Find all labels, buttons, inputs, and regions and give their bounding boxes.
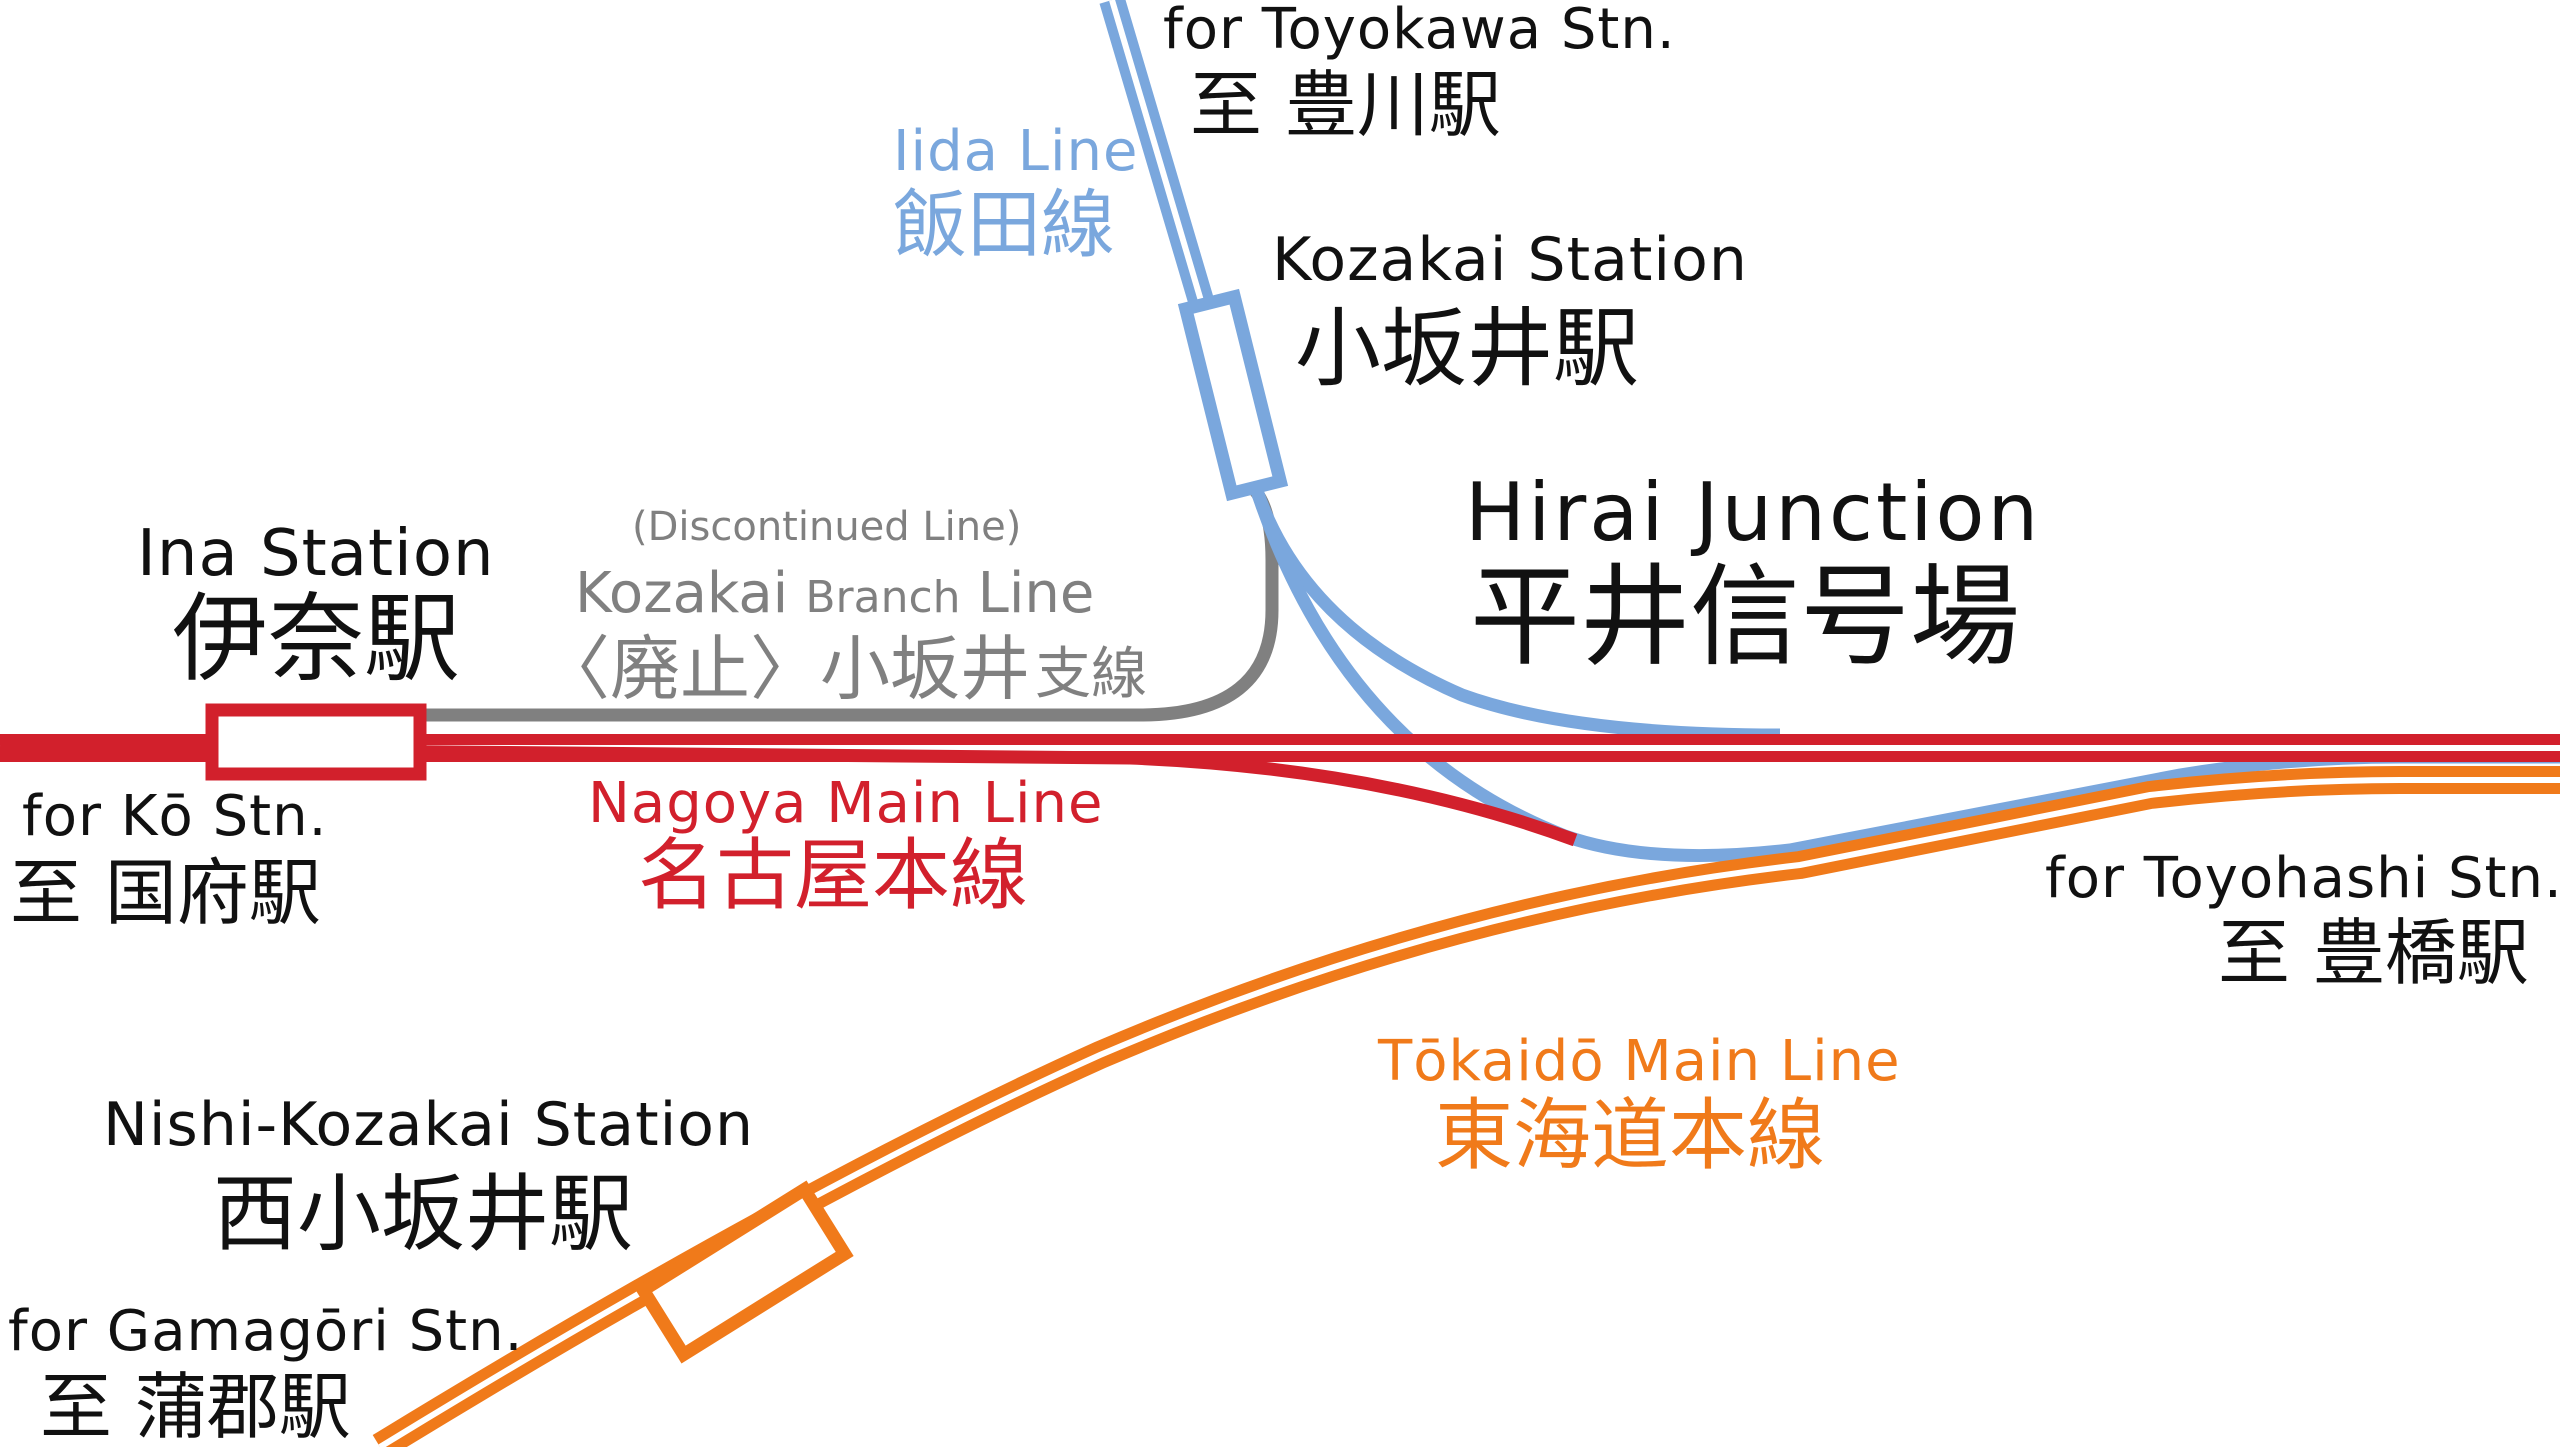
kozakai-station-ja-label: 小坂井駅	[1295, 299, 1639, 399]
branch-en-part-1: Kozakai	[575, 561, 788, 626]
tokaido-main-line-en-label: Tōkaidō Main Line	[1377, 1029, 1901, 1094]
hirai-junction-en-label: Hirai Junction	[1465, 466, 2041, 559]
hirai-junction-ja-label: 平井信号場	[1470, 553, 2020, 681]
to-toyohashi-label: 至 豊橋駅	[2218, 911, 2529, 995]
nagoya-main-line-track	[0, 734, 2560, 847]
nagoya-main-line-ja-label: 名古屋本線	[638, 831, 1028, 921]
kozakai-station-box[interactable]	[1177, 288, 1289, 502]
nagoya-main-line-en-label: Nagoya Main Line	[588, 771, 1103, 836]
for-toyohashi-label: for Toyohashi Stn.	[2045, 846, 2560, 911]
nishi-kozakai-station-box[interactable]	[634, 1180, 854, 1364]
ina-station-en-label: Ina Station	[137, 517, 495, 591]
branch-ja-part-1: 〈廃止〉小坂井	[540, 628, 1030, 710]
to-ko-label: 至 国府駅	[10, 851, 321, 935]
iida-line-en-label: Iida Line	[893, 119, 1138, 184]
branch-en-part-2: Branch	[805, 572, 960, 623]
nishi-kozakai-station-en-label: Nishi-Kozakai Station	[103, 1090, 754, 1160]
ina-station-ja-label: 伊奈駅	[172, 583, 460, 695]
ina-station-box[interactable]	[205, 703, 427, 781]
branch-en-part-3: Line	[978, 561, 1095, 626]
for-toyokawa-label: for Toyokawa Stn.	[1163, 0, 1676, 62]
discontinued-line-label: (Discontinued Line)	[632, 504, 1021, 550]
for-gamagori-label: for Gamagōri Stn.	[8, 1299, 523, 1364]
to-gamagori-label: 至 蒲郡駅	[40, 1365, 351, 1447]
kozakai-branch-line-en-label: Kozakai Branch Line	[575, 561, 1094, 626]
iida-line-ja-label: 飯田線	[893, 182, 1115, 268]
kozakai-branch-line-ja-label: 〈廃止〉小坂井 支線	[540, 628, 1147, 710]
to-toyokawa-label: 至 豊川駅	[1190, 63, 1501, 147]
tokaido-main-line-ja-label: 東海道本線	[1435, 1091, 1825, 1181]
branch-ja-part-2: 支線	[1035, 642, 1147, 707]
kozakai-station-en-label: Kozakai Station	[1272, 225, 1748, 295]
nishi-kozakai-station-ja-label: 西小坂井駅	[213, 1165, 633, 1263]
for-ko-label: for Kō Stn.	[22, 784, 327, 849]
